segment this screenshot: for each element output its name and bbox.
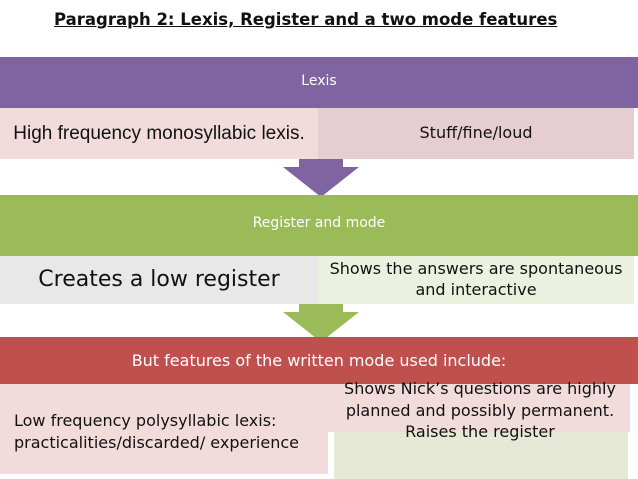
written-right-top-bg xyxy=(328,384,630,432)
register-right-cell: Shows the answers are spontaneous and in… xyxy=(318,256,634,304)
written-right-cell: Shows Nick’s questions are highly planne… xyxy=(344,379,616,442)
register-left-cell: Creates a low register xyxy=(0,256,318,304)
lexis-right-cell: Stuff/fine/loud xyxy=(318,108,634,159)
written-right-bottom-bg xyxy=(334,432,628,479)
page-title: Paragraph 2: Lexis, Register and a two m… xyxy=(54,10,558,29)
written-left-cell: Low frequency polysyllabic lexis: practi… xyxy=(0,384,328,474)
register-header: Register and mode xyxy=(0,195,638,256)
lexis-header: Lexis xyxy=(0,57,638,108)
lexis-left-cell: High frequency monosyllabic lexis. xyxy=(0,108,318,159)
written-mode-header: But features of the written mode used in… xyxy=(0,337,638,384)
down-arrow-2 xyxy=(283,304,359,342)
down-arrow-1 xyxy=(283,159,359,197)
